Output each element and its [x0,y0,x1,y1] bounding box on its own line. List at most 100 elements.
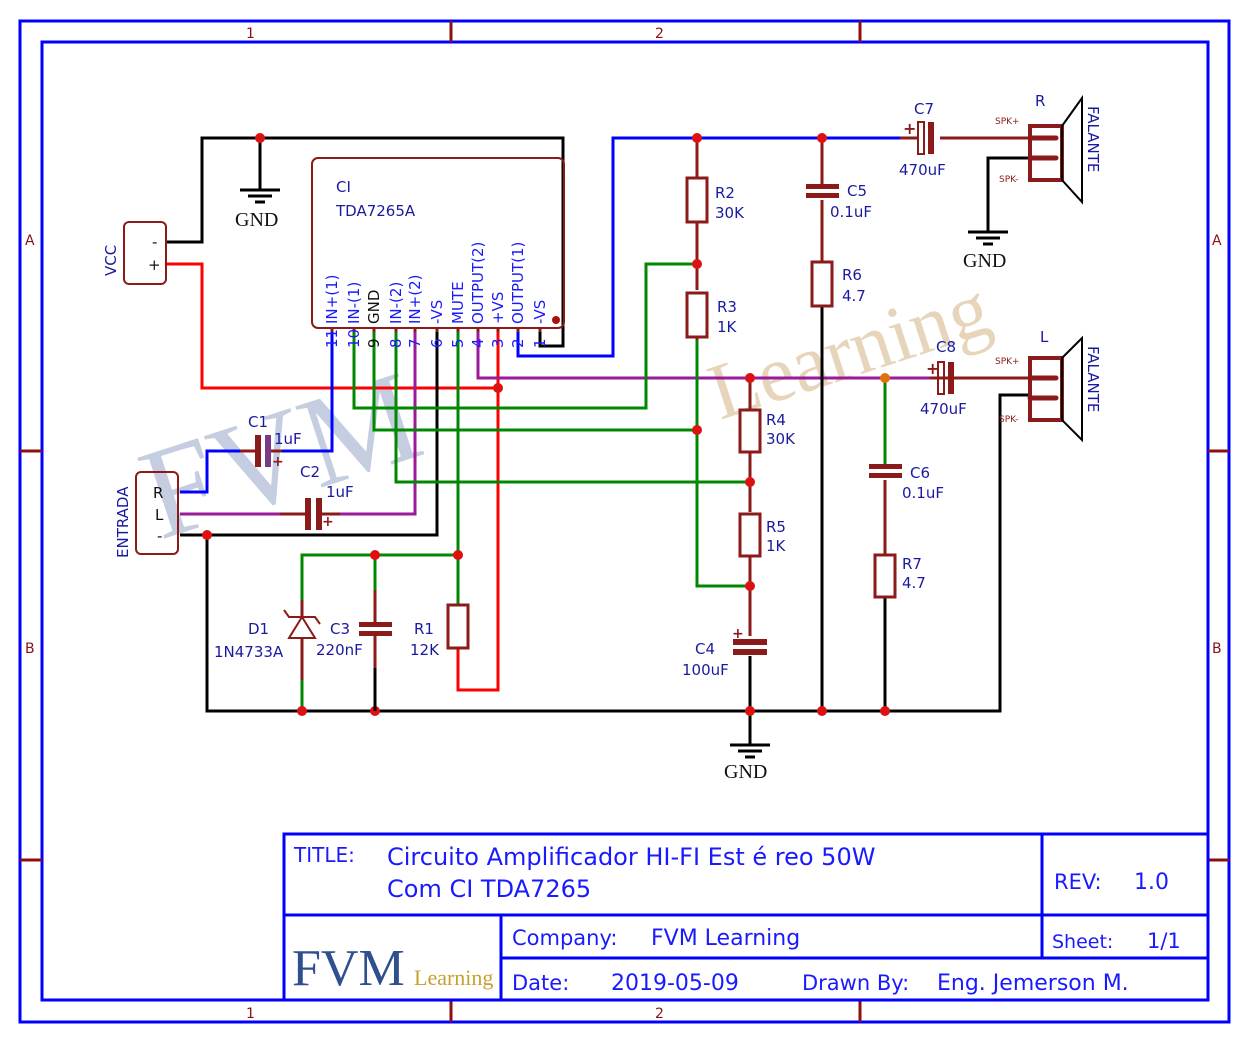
input-pin-r: R [153,484,163,502]
ic-pin-name: GND [365,290,383,324]
sheet-value: 1/1 [1147,929,1181,953]
ic-pin-name: IN-(1) [345,282,363,324]
ic-pin-number: 8 [387,338,405,348]
ic-part: TDA7265A [335,202,416,220]
speaker-left[interactable]: L SPK+ SPK- FALANTE [995,328,1102,443]
capacitor-c7[interactable]: + C7 470uF [899,100,946,179]
title-line-1: Circuito Amplificador HI-FI Est é reo 50… [387,843,875,871]
capacitor-c8[interactable]: + C8 470uF [920,338,967,418]
title-label: TITLE: [293,843,355,867]
svg-text:GND: GND [724,761,767,783]
svg-text:1N4733A: 1N4733A [214,643,284,661]
ic-pin-number: 3 [489,338,507,348]
capacitor-c3[interactable]: C3 220nF [316,590,392,711]
vcc-pin-plus: + [148,256,161,274]
drawn-by-label: Drawn By: [802,971,909,995]
svg-text:4.7: 4.7 [842,287,866,305]
svg-text:L: L [1040,328,1049,346]
grid-row-b-right: B [1212,641,1222,657]
outer-frame [18,19,1231,1024]
zener-diode-d1[interactable]: D1 1N4733A [214,600,321,680]
svg-text:SPK-: SPK- [999,415,1018,425]
ic-pin-name: IN+(2) [406,275,424,324]
svg-text:1K: 1K [766,537,787,555]
svg-text:12K: 12K [410,641,440,659]
grid-col-2-top: 2 [655,26,664,42]
svg-text:C2: C2 [300,463,320,481]
ic-pin-number: 9 [365,338,383,348]
resistor-r7[interactable]: R74.7 [902,555,926,592]
svg-text:+: + [926,359,939,378]
resistor-r6[interactable]: R64.7 [842,266,866,305]
ic-pin-number: 7 [406,338,424,348]
resistor-bodies [446,176,897,650]
svg-text:D1: D1 [248,620,269,638]
title-block: TITLE: Circuito Amplificador HI-FI Est é… [282,832,1210,1002]
ic-pin-name: OUTPUT(1) [509,242,527,324]
vcc-pin-minus: - [152,233,157,251]
ic-pin-name: IN+(1) [323,275,341,324]
svg-text:SPK+: SPK+ [995,117,1020,127]
svg-text:SPK-: SPK- [999,175,1018,185]
ic-pin-name: MUTE [449,281,467,324]
svg-text:30K: 30K [766,430,796,448]
ic-pin-name: +VS [489,292,507,324]
svg-text:C5: C5 [847,182,867,200]
svg-text:470uF: 470uF [899,161,946,179]
capacitor-c2[interactable]: + C2 1uF [280,463,354,530]
ic-pin-number: 10 [345,329,363,348]
rev-value: 1.0 [1134,870,1169,895]
svg-text:C7: C7 [914,100,934,118]
svg-text:R: R [1035,92,1045,110]
svg-text:SPK+: SPK+ [995,357,1020,367]
title-line-2: Com CI TDA7265 [387,875,591,903]
svg-text:R5: R5 [766,518,786,536]
ic-pin-number: 1 [531,338,549,348]
svg-text:30K: 30K [715,204,745,222]
svg-text:FALANTE: FALANTE [1084,346,1102,412]
svg-text:C8: C8 [936,338,956,356]
svg-text:R6: R6 [842,266,862,284]
ic-pin-number: 11 [323,329,341,348]
svg-text:+: + [903,119,916,138]
ic-ref: CI [336,178,351,196]
grid-col-1-top: 1 [246,26,255,42]
ic-pin-number: 5 [449,338,467,348]
svg-text:C3: C3 [330,620,350,638]
logo-sub: Learning [414,965,493,990]
ic-pin-number: 2 [509,338,527,348]
svg-text:C4: C4 [695,640,715,658]
date-value: 2019-05-09 [611,971,739,996]
speaker-right[interactable]: R SPK+ SPK- FALANTE [995,92,1102,205]
svg-text:+: + [322,514,334,530]
svg-text:FALANTE: FALANTE [1084,106,1102,172]
capacitor-c1[interactable]: + C1 1uF [240,413,302,470]
svg-text:R1: R1 [414,620,434,638]
input-connector[interactable]: R L - ENTRADA [114,471,179,558]
junctions [202,133,890,716]
company-label: Company: [512,926,617,950]
input-pin-l: L [155,506,164,524]
rev-label: REV: [1054,870,1102,894]
grid-col-1-bottom: 1 [246,1006,255,1022]
capacitor-c4[interactable]: + C4 100uF [682,626,767,679]
ic-pin-name: IN-(2) [387,282,405,324]
date-label: Date: [512,971,569,995]
svg-text:470uF: 470uF [920,400,967,418]
svg-text:GND: GND [235,209,278,231]
vcc-connector[interactable]: - + VCC [102,221,167,285]
capacitor-c5[interactable]: C5 0.1uF [806,182,872,221]
svg-text:0.1uF: 0.1uF [902,484,944,502]
svg-text:R3: R3 [717,298,737,316]
capacitor-c6[interactable]: C6 0.1uF [869,464,944,502]
vcc-label: VCC [102,245,120,276]
grid-col-2-bottom: 2 [655,1006,664,1022]
svg-text:0.1uF: 0.1uF [830,203,872,221]
